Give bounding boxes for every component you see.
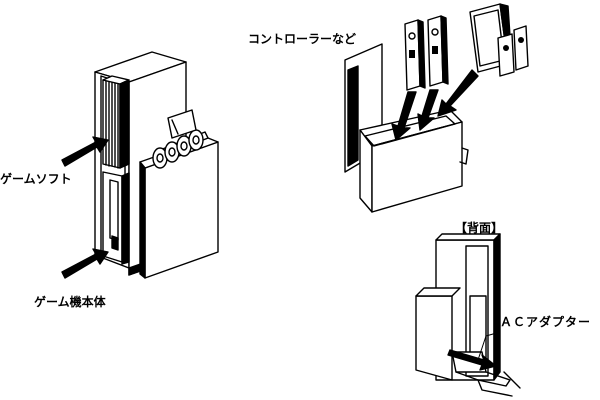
arrow-console bbox=[61, 248, 109, 279]
controller-box bbox=[344, 43, 469, 213]
wii-remote-2 bbox=[427, 15, 449, 87]
label-back-view: 【背面】 bbox=[455, 221, 504, 235]
wii-remote-1 bbox=[404, 19, 426, 91]
label-game-console: ゲーム機本体 bbox=[34, 295, 106, 309]
game-software-stack bbox=[102, 75, 130, 169]
game-console-unit bbox=[102, 171, 130, 265]
discs-and-accessories bbox=[152, 109, 204, 169]
arrow-adapter bbox=[447, 349, 497, 371]
label-game-software: ゲームソフト bbox=[0, 172, 72, 186]
leader-line-adapter bbox=[477, 331, 501, 361]
label-controllers: コントローラーなど bbox=[248, 32, 357, 46]
back-view-box bbox=[415, 233, 501, 381]
nunchuk-pair bbox=[497, 25, 529, 77]
arrow-software bbox=[61, 136, 109, 167]
label-ac-adapter: ＡＣアダプター bbox=[500, 315, 592, 329]
arrows-controllers bbox=[391, 69, 479, 141]
